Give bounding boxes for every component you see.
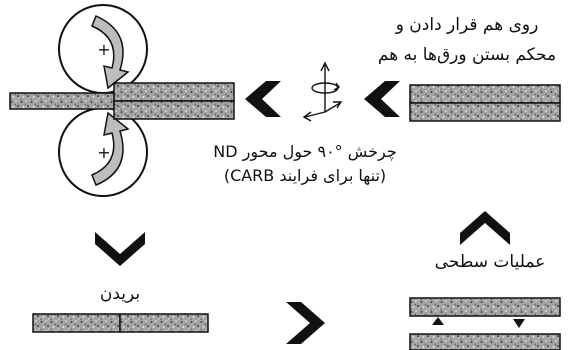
stacked-sheets: [409, 84, 561, 122]
thick-sheet-top: [113, 82, 235, 102]
stack-sheet-bottom: [409, 102, 561, 122]
chevron-left-arrow-1: [364, 81, 400, 117]
stack-label-line-2: محکم بستن ورق‌ها به هم: [377, 45, 557, 65]
thin-rolled-sheet: [9, 92, 115, 110]
surface-sheet-bottom: [409, 333, 561, 350]
rolling-stand: + +: [58, 4, 148, 197]
chevron-left-arrow-2: [245, 81, 281, 117]
stack-sheet-top: [409, 84, 561, 104]
cut-sheet-right: [119, 313, 209, 333]
stack-step-label: روی هم قرار دادن و محکم بستن ورق‌ها به ه…: [372, 10, 562, 70]
chevron-up-arrow: [460, 211, 510, 245]
rotate-label-line-2: (تنها برای فرایند CARB): [223, 166, 387, 185]
cut-sheet: [32, 313, 209, 333]
bottom-roll-rotation-arrow: [91, 111, 130, 186]
rolling-sheets: [9, 82, 235, 120]
stack-label-line-1: روی هم قرار دادن و: [395, 15, 539, 35]
rotate-step-label: چرخش °۹۰ حول محور ND (تنها برای فرایند C…: [170, 140, 440, 188]
surface-step-label: عملیات سطحی: [434, 252, 546, 272]
surface-sheet-top: [409, 297, 561, 317]
bottom-roll-sign: +: [97, 143, 110, 162]
rotate-label-line-1: چرخش °۹۰ حول محور ND: [213, 142, 397, 161]
cut-sheet-left: [32, 313, 121, 333]
surface-marker-up: [432, 317, 444, 325]
surface-marker-down: [513, 319, 525, 328]
cut-step-label: بریدن: [99, 284, 141, 304]
surface-treated-sheets: [409, 297, 561, 350]
thick-sheet-bottom: [113, 100, 235, 120]
rotation-axis-icon: [302, 61, 343, 122]
top-roll-sign: +: [97, 40, 110, 59]
chevron-right-arrow: [286, 302, 325, 344]
chevron-down-arrow: [95, 232, 145, 266]
top-roll-rotation-arrow: [91, 14, 130, 90]
